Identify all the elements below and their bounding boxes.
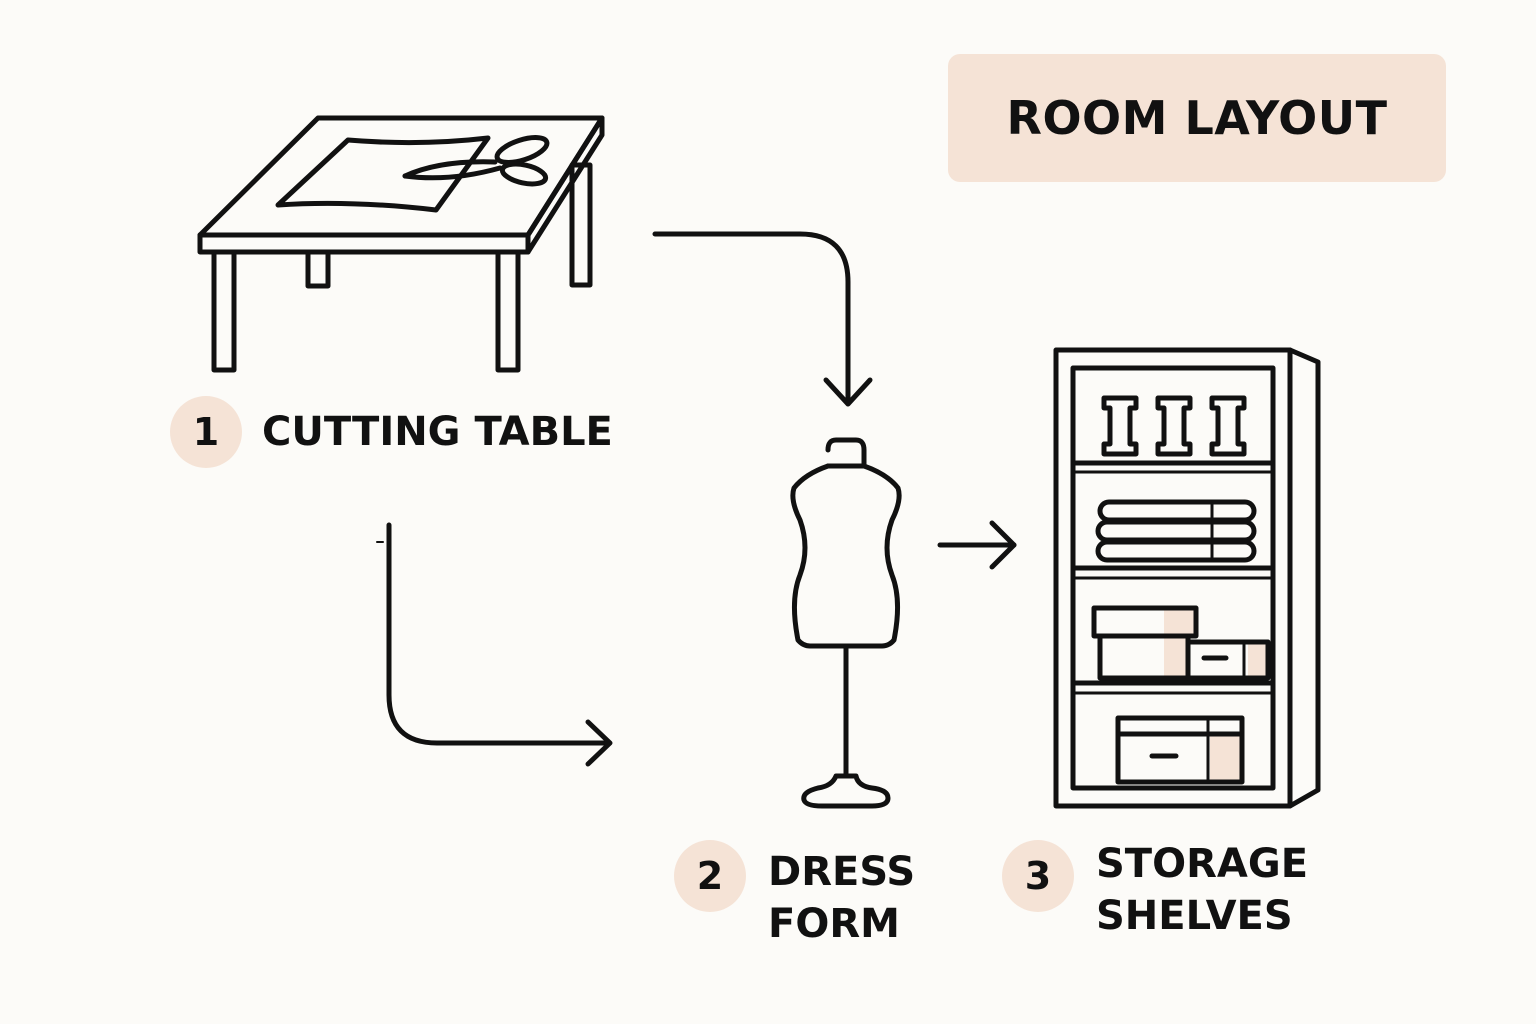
storage-box-large-icon	[1115, 715, 1245, 785]
thread-spools-icon	[1101, 395, 1247, 457]
station-1-badge: 1	[170, 396, 242, 468]
station-label-line: SHELVES	[1096, 893, 1293, 939]
station-3-badge: 3	[1002, 840, 1074, 912]
cutting-table-icon	[197, 115, 605, 373]
flow-arrow-table-lower	[376, 522, 613, 767]
station-1-label: CUTTING TABLE	[262, 406, 613, 458]
station-label-line: STORAGE	[1096, 841, 1309, 887]
scissors-icon	[402, 135, 550, 187]
title-banner: ROOM LAYOUT	[948, 54, 1446, 182]
station-label-line: CUTTING TABLE	[262, 409, 613, 455]
station-3-label: STORAGE SHELVES	[1096, 838, 1308, 942]
station-label-line: FORM	[768, 901, 900, 947]
flow-arrow-form-to-shelves	[937, 520, 1017, 570]
station-label-line: DRESS	[768, 849, 916, 895]
folded-fabric-icon	[1095, 499, 1257, 563]
dress-form-icon	[790, 437, 902, 809]
storage-shelves-icon	[1053, 347, 1321, 809]
station-2-badge: 2	[674, 840, 746, 912]
station-number: 1	[192, 410, 220, 454]
flow-arrow-table-to-form	[652, 231, 873, 407]
station-2-label: DRESS FORM	[768, 846, 915, 950]
storage-boxes-icon	[1091, 605, 1271, 681]
station-number: 3	[1024, 854, 1052, 898]
station-number: 2	[696, 854, 724, 898]
page-title: ROOM LAYOUT	[1006, 91, 1388, 145]
